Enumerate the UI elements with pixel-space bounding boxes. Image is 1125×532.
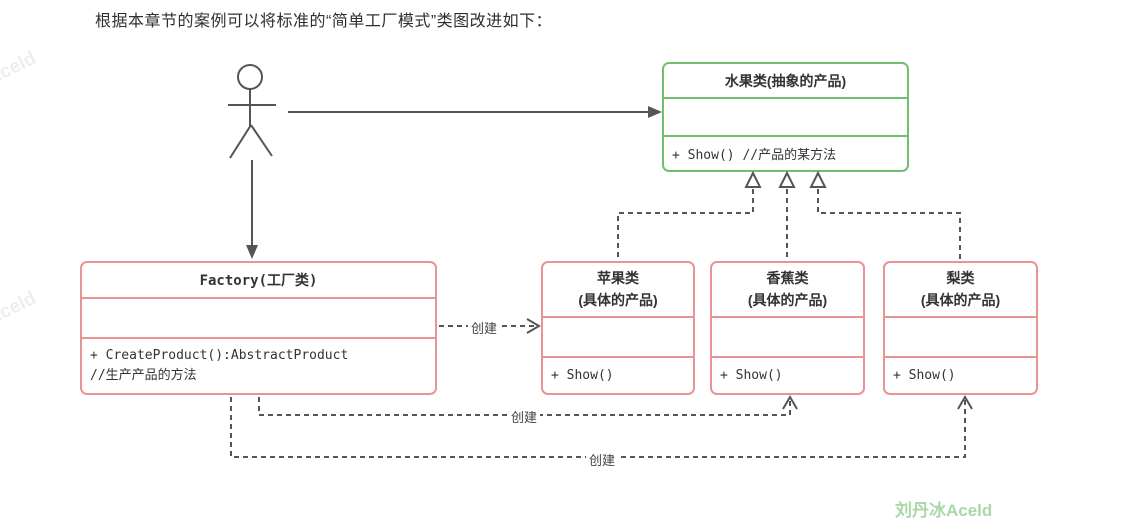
realization-arrow-banana: [778, 170, 796, 259]
class-title: 梨类 (具体的产品): [885, 263, 1036, 316]
class-box-pear: 梨类 (具体的产品) + Show(): [883, 261, 1038, 395]
create-arrow-factory-to-pear: [230, 395, 973, 458]
page-title: 根据本章节的案例可以将标准的“简单工厂模式”类图改进如下：: [95, 13, 553, 30]
class-attributes: [664, 97, 907, 135]
class-attributes: [82, 297, 435, 337]
class-box-fruit-abstract: 水果类(抽象的产品) + Show() //产品的某方法: [662, 62, 909, 172]
class-title: Factory(工厂类): [199, 273, 318, 289]
class-box-factory: Factory(工厂类) + CreateProduct():AbstractP…: [80, 261, 437, 395]
arrow-actor-to-fruit: [288, 106, 662, 118]
realization-arrow-apple: [617, 170, 762, 259]
class-attributes: [712, 316, 863, 356]
class-subname: (具体的产品): [747, 291, 828, 308]
class-subname: (具体的产品): [920, 291, 1001, 308]
method-signature: + CreateProduct():AbstractProduct: [90, 347, 349, 363]
class-title: 苹果类 (具体的产品): [543, 263, 693, 316]
class-methods: + Show(): [885, 356, 1036, 393]
edge-label-create-apple: 创建: [468, 318, 501, 337]
class-title: 水果类(抽象的产品): [724, 72, 847, 89]
method-comment: //生产产品的方法: [90, 368, 197, 383]
class-name: 梨类: [946, 269, 975, 286]
arrow-actor-to-factory: [246, 160, 258, 259]
edge-label-create-banana: 创建: [508, 407, 541, 426]
class-methods: + Show(): [543, 356, 693, 393]
actor-icon: [228, 64, 276, 159]
class-methods: + CreateProduct():AbstractProduct //生产产品…: [82, 337, 435, 393]
class-box-banana: 香蕉类 (具体的产品) + Show(): [710, 261, 865, 395]
class-attributes: [885, 316, 1036, 356]
class-box-apple: 苹果类 (具体的产品) + Show(): [541, 261, 695, 395]
class-methods: + Show(): [712, 356, 863, 393]
class-attributes: [543, 316, 693, 356]
realization-arrow-pear: [809, 170, 961, 259]
class-name: 香蕉类: [766, 269, 809, 286]
class-title: 香蕉类 (具体的产品): [712, 263, 863, 316]
edge-label-create-pear: 创建: [586, 450, 619, 469]
class-name: 苹果类: [597, 269, 639, 286]
class-methods: + Show() //产品的某方法: [664, 135, 907, 170]
watermark-author: 刘丹冰Aceld: [895, 501, 993, 520]
class-subname: (具体的产品): [578, 291, 658, 308]
